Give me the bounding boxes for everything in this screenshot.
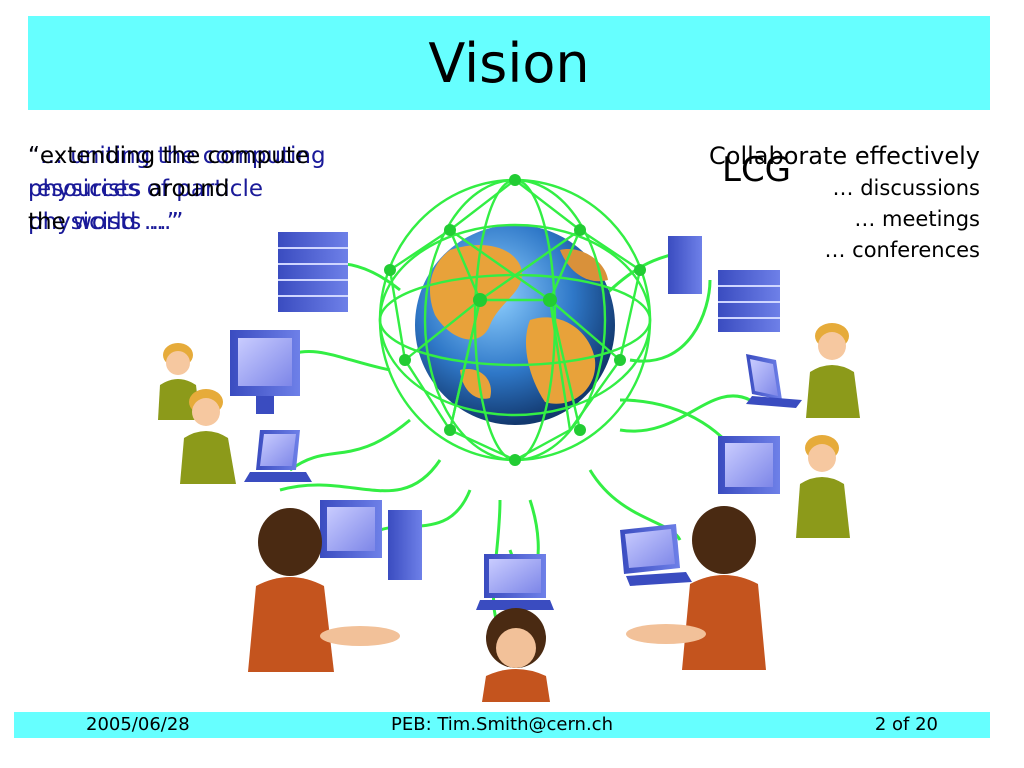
person-icon (806, 323, 860, 418)
left-quote-the: the (28, 209, 66, 235)
lcg-label: LCG (722, 150, 792, 190)
server-icon (718, 270, 780, 332)
person-icon (482, 608, 550, 702)
left-quote-physicists: physicists (28, 176, 142, 202)
collaborate-heading: Collaborate effectively (709, 142, 980, 170)
server-icon (668, 236, 702, 294)
person-icon (180, 389, 236, 484)
person-icon (796, 435, 850, 538)
collaborate-item: … conferences (824, 238, 980, 262)
laptop-icon (244, 430, 312, 482)
grid-illustration (158, 174, 860, 702)
collaborate-item: … discussions (832, 176, 980, 200)
computer-icon (320, 500, 422, 580)
person-icon (626, 506, 766, 670)
left-quote-front: “extending the compute physicists around… (28, 140, 328, 239)
person-icon (248, 508, 400, 672)
left-quote-back: “… uniting the computing resources of pa… (28, 143, 326, 235)
left-quote-line-1: “extending the compute (28, 143, 310, 169)
collaborate-item: … meetings (854, 207, 980, 231)
footer-page-number: 2 of 20 (874, 714, 938, 735)
slide-title: Vision (428, 31, 590, 95)
globe-icon (415, 225, 615, 425)
computer-icon (718, 436, 780, 494)
computer-icon (230, 330, 300, 414)
left-quote-world: world …” (73, 209, 179, 235)
network-nodes (384, 174, 646, 466)
laptop-icon (746, 354, 802, 408)
left-quote-around: around (148, 176, 230, 202)
laptop-icon (476, 554, 554, 610)
laptop-icon (620, 524, 692, 586)
footer-contact: PEB: Tim.Smith@cern.ch (391, 714, 613, 735)
title-bar: Vision (28, 16, 990, 110)
footer-bar: 2005/06/28 PEB: Tim.Smith@cern.ch 2 of 2… (14, 712, 990, 738)
footer-date: 2005/06/28 (86, 714, 190, 735)
server-icon (278, 232, 348, 312)
person-icon (158, 343, 200, 420)
collaborate-block: Collaborate effectively … discussions … … (650, 140, 980, 266)
